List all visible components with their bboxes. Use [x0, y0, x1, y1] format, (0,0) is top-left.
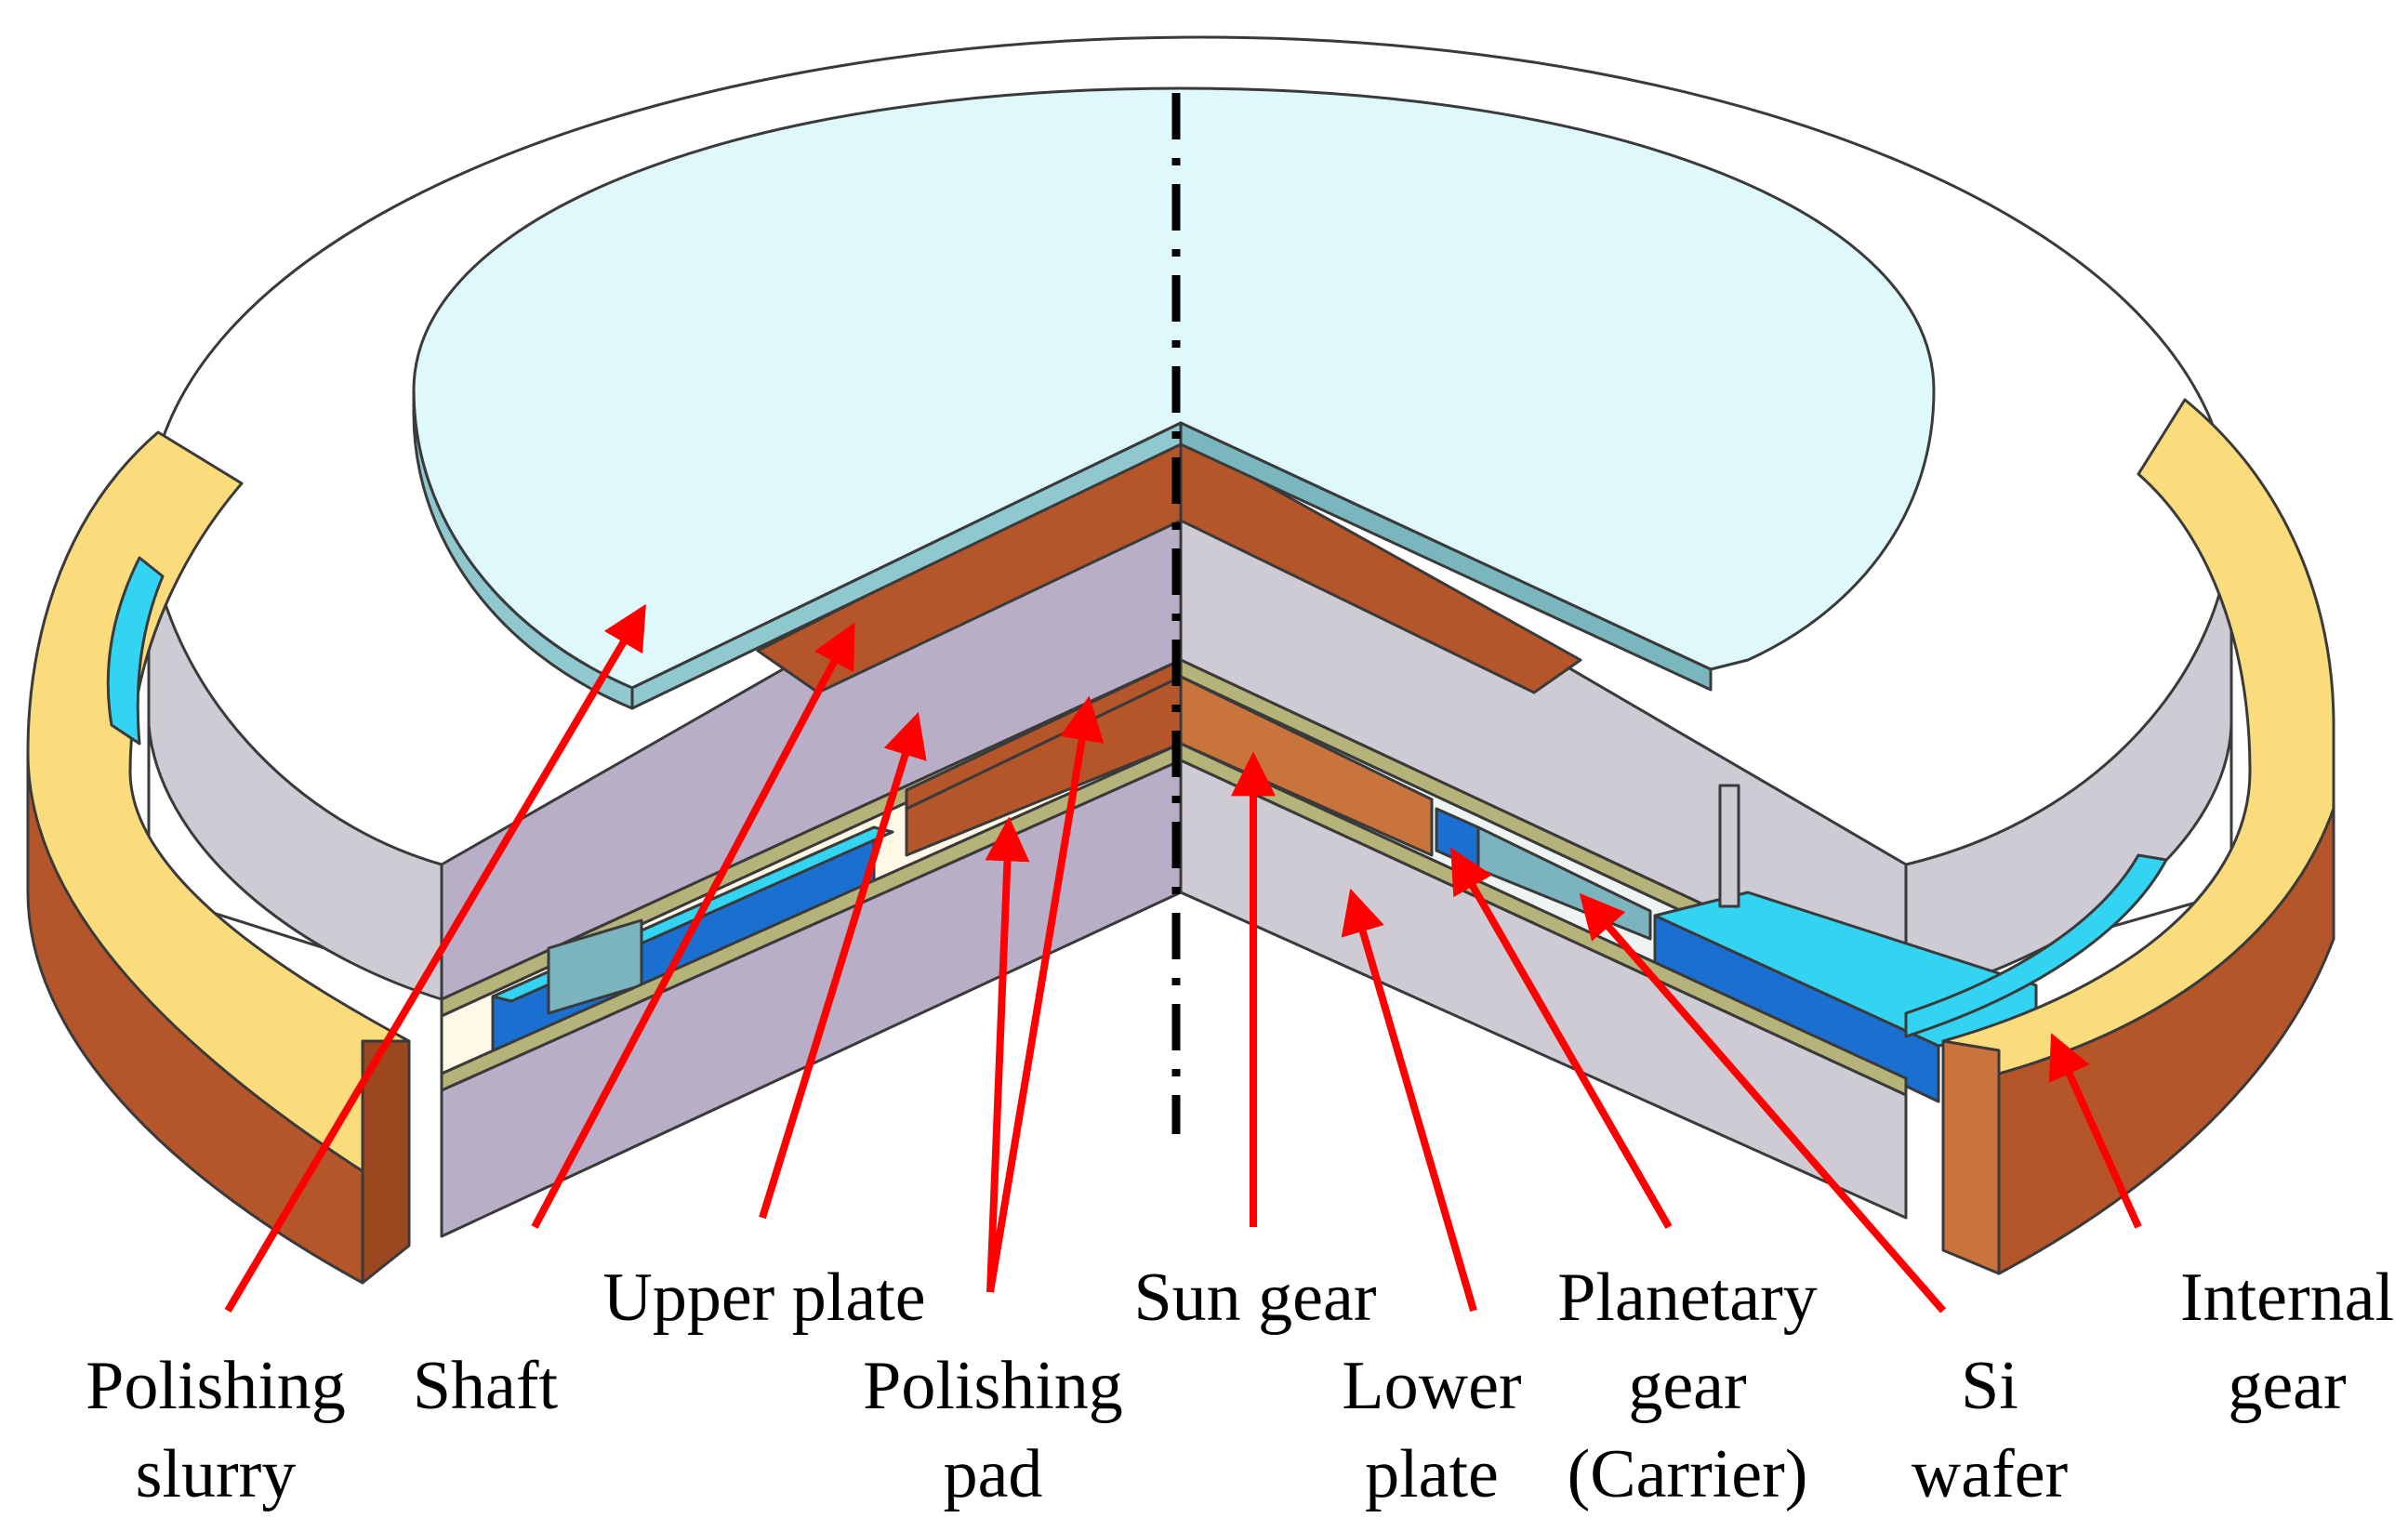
internal-gear-right-face — [1941, 807, 2335, 1275]
arrow-si-wafer — [1579, 892, 1947, 1313]
label-lower-plate-line2: plate — [1365, 1436, 1499, 1512]
carrier-shaft-post — [1718, 784, 1740, 908]
label-planetary-gear-line2: gear — [1628, 1348, 1746, 1424]
label-lower-plate-line1: Lower — [1342, 1348, 1521, 1424]
arrow-lower-plate — [1341, 888, 1477, 1313]
label-shaft: Shaft — [413, 1348, 559, 1424]
label-si-wafer-line2: wafer — [1912, 1436, 2068, 1512]
label-planetary-gear-line3: (Carrier) — [1568, 1436, 1808, 1512]
arrow-polishing-pad-2 — [986, 695, 1105, 1293]
arrow-shaft — [531, 622, 855, 1229]
label-planetary-gear-line1: Planetary — [1557, 1260, 1817, 1336]
arrow-polishing-slurry — [224, 603, 646, 1313]
lower-plate-right — [1179, 759, 1908, 1220]
arrow-polishing-pad-1 — [985, 816, 1030, 1293]
arrow-upper-plate — [759, 711, 927, 1220]
slurry-cut-right — [1179, 421, 1713, 692]
label-si-wafer-line1: Si — [1961, 1348, 2018, 1424]
sun-gear-right — [1179, 675, 1434, 857]
label-internal-gear-line1: Internal — [2180, 1260, 2394, 1336]
arrow-planetary-gear — [1450, 847, 1673, 1229]
callout-labels: Polishing slurry Shaft Upper plate Polis… — [86, 1260, 2394, 1512]
label-polishing-pad-line2: pad — [944, 1436, 1043, 1512]
machine-body — [26, 35, 2335, 1285]
label-polishing-slurry-line2: slurry — [136, 1436, 297, 1512]
label-internal-gear-line2: gear — [2228, 1348, 2346, 1424]
internal-gear-right-end — [1941, 1039, 2001, 1275]
slurry-gap-right — [1904, 853, 2168, 1038]
label-polishing-pad-line1: Polishing — [863, 1348, 1123, 1424]
upper-copper-band-right — [1179, 435, 1582, 694]
internal-gear-left-end — [361, 1039, 411, 1285]
label-sun-gear: Sun gear — [1134, 1260, 1377, 1336]
slurry-gap-left — [106, 556, 165, 746]
arrow-internal-gear — [2048, 1033, 2142, 1229]
callout-arrows — [224, 603, 2142, 1313]
label-polishing-slurry-line1: Polishing — [86, 1348, 346, 1424]
label-upper-plate: Upper plate — [602, 1260, 925, 1336]
